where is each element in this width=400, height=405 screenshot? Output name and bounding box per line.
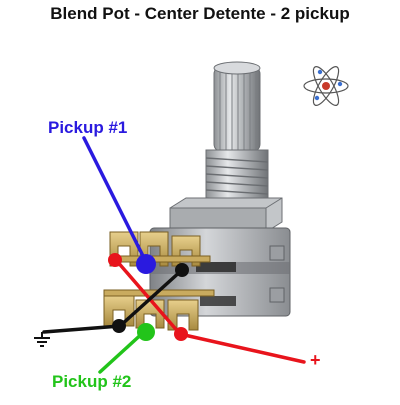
pickup1-lug-dot [136,254,156,274]
pickup2-label: Pickup #2 [52,372,132,391]
connection-points [108,253,189,341]
diagram-title: Blend Pot - Center Detente - 2 pickup [50,4,350,23]
lugs-top-deck [109,231,211,267]
positive-output-label: + [310,350,321,370]
hot-wire-top [114,258,182,336]
ground-lug-dot-top [175,263,189,277]
atom-logo-icon [303,66,349,106]
hot-lug-dot-top [108,253,122,267]
wires [42,136,306,374]
hot-lug-dot-bottom [174,327,188,341]
pot-shaft [213,61,261,153]
ground-jumper [118,268,184,328]
pickup2-wire [98,328,148,374]
pickup1-label: Pickup #1 [48,118,128,137]
ground-lug-dot-bottom [112,319,126,333]
pot-nut [169,197,283,233]
pickup1-wire [82,136,148,264]
ground-wire [42,324,122,334]
ground-symbol-icon [34,332,50,347]
pickup2-lug-dot [137,323,155,341]
hot-wire-out [178,332,306,364]
